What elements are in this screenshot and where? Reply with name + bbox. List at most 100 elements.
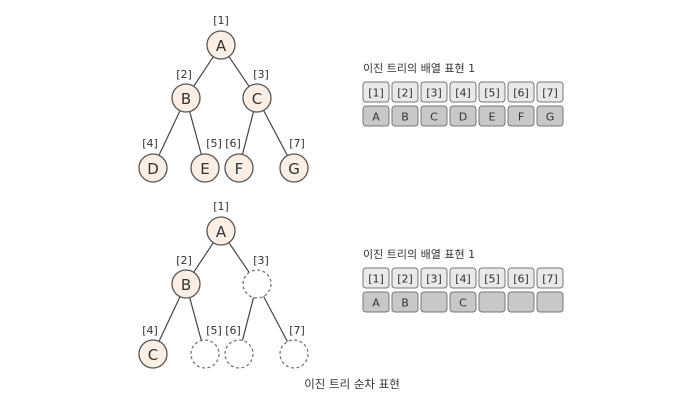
array-index-cell: [6] [507, 81, 535, 103]
node-circle [138, 339, 168, 369]
array-index-cell: [3] [420, 81, 448, 103]
node-value: G [288, 160, 300, 178]
array-value-cell [536, 291, 564, 313]
node-index-label: [5] [206, 324, 222, 337]
tree-node: C [138, 339, 168, 369]
node-index-label: [4] [142, 324, 158, 337]
array-representation-1: 이진 트리의 배열 표현 1 [1] [2] [3] [4] [5] [6] [7] A B C D… [362, 62, 564, 127]
node-circle [171, 83, 201, 113]
array-index-cell: [7] [536, 81, 564, 103]
node-circle [138, 153, 168, 183]
svg-text:[3]: [3] [426, 87, 442, 100]
node-index-label: [6] [225, 137, 241, 150]
array-value-cell: B [391, 291, 419, 313]
svg-text:[5]: [5] [484, 273, 500, 286]
svg-text:[1]: [1] [368, 87, 384, 100]
svg-text:[6]: [6] [513, 273, 529, 286]
svg-text:[2]: [2] [397, 273, 413, 286]
array-index-cell: [4] [449, 267, 477, 289]
tree-node: B [171, 83, 201, 113]
tree-node: F [224, 153, 254, 183]
node-circle [224, 153, 254, 183]
svg-text:[6]: [6] [513, 87, 529, 100]
tree-node: D [138, 153, 168, 183]
node-value: A [216, 223, 227, 241]
svg-text:[4]: [4] [455, 87, 471, 100]
node-index-label: [1] [213, 14, 229, 27]
tree-edge [193, 242, 214, 273]
complete-binary-tree: A[1]B[2]C[3]D[4]E[5]F[6]G[7] [138, 14, 309, 183]
array-index-cell: [2] [391, 267, 419, 289]
node-value: C [148, 346, 158, 364]
array-value-cell: G [536, 105, 564, 127]
node-value: C [252, 90, 262, 108]
empty-tree-node [190, 339, 220, 369]
empty-tree-node [279, 339, 309, 369]
node-value: A [216, 37, 227, 55]
array-index-cell: [3] [420, 267, 448, 289]
node-circle [242, 269, 272, 299]
array-index-cell: [1] [362, 267, 390, 289]
node-value: B [181, 276, 191, 294]
svg-text:A: A [372, 111, 380, 124]
svg-text:D: D [459, 111, 467, 124]
empty-tree-node [242, 269, 272, 299]
tree-edge [241, 111, 255, 155]
array-value-cell: C [449, 291, 477, 313]
array-index-cell: [5] [478, 81, 506, 103]
tree-edge [193, 56, 214, 87]
node-circle [279, 153, 309, 183]
node-value: B [181, 90, 191, 108]
tree-edge [189, 297, 202, 341]
array-representation-2: 이진 트리의 배열 표현 1 [1] [2] [3] [4] [5] [6] [7] A B C [362, 248, 564, 313]
array-value-cell [507, 291, 535, 313]
array-value-cell [478, 291, 506, 313]
svg-text:B: B [401, 111, 409, 124]
tree-node: G [279, 153, 309, 183]
array-value-cell: A [362, 105, 390, 127]
incomplete-binary-tree: A [1] B [2] [3] C [4] [5][6] [7] [138, 200, 309, 369]
svg-text:[7]: [7] [542, 273, 558, 286]
node-index-label: [3] [253, 254, 269, 267]
array-index-cell: [1] [362, 81, 390, 103]
svg-text:[7]: [7] [542, 87, 558, 100]
array-title: 이진 트리의 배열 표현 1 [363, 62, 475, 75]
svg-text:C: C [430, 111, 438, 124]
node-index-label: [6] [225, 324, 241, 337]
svg-text:B: B [401, 297, 409, 310]
array-value-cell: A [362, 291, 390, 313]
svg-text:[3]: [3] [426, 273, 442, 286]
svg-text:[4]: [4] [455, 273, 471, 286]
tree-edge [228, 242, 250, 273]
node-circle [206, 216, 236, 246]
node-circle [171, 269, 201, 299]
svg-text:A: A [372, 297, 380, 310]
node-circle [190, 339, 220, 369]
tree-edge [158, 110, 181, 156]
array-value-cell: E [478, 105, 506, 127]
node-circle [206, 30, 236, 60]
node-value: F [235, 160, 244, 178]
tree-edge [241, 297, 255, 341]
tree-node: C [242, 83, 272, 113]
tree-edge [228, 56, 250, 87]
node-circle [190, 153, 220, 183]
array-value-cell [420, 291, 448, 313]
svg-text:C: C [459, 297, 467, 310]
array-title: 이진 트리의 배열 표현 1 [363, 248, 475, 261]
node-index-label: [1] [213, 200, 229, 213]
node-index-label: [2] [176, 68, 192, 81]
diagram-caption: 이진 트리 순차 표현 [304, 377, 400, 391]
node-index-label: [7] [289, 324, 305, 337]
svg-text:F: F [518, 111, 524, 124]
tree-node: A [206, 30, 236, 60]
svg-text:[5]: [5] [484, 87, 500, 100]
node-circle [242, 83, 272, 113]
array-index-cell: [6] [507, 267, 535, 289]
svg-text:[1]: [1] [368, 273, 384, 286]
array-value-cell: C [420, 105, 448, 127]
tree-node: E [190, 153, 220, 183]
empty-tree-node [224, 339, 254, 369]
array-index-cell: [2] [391, 81, 419, 103]
node-index-label: [2] [176, 254, 192, 267]
